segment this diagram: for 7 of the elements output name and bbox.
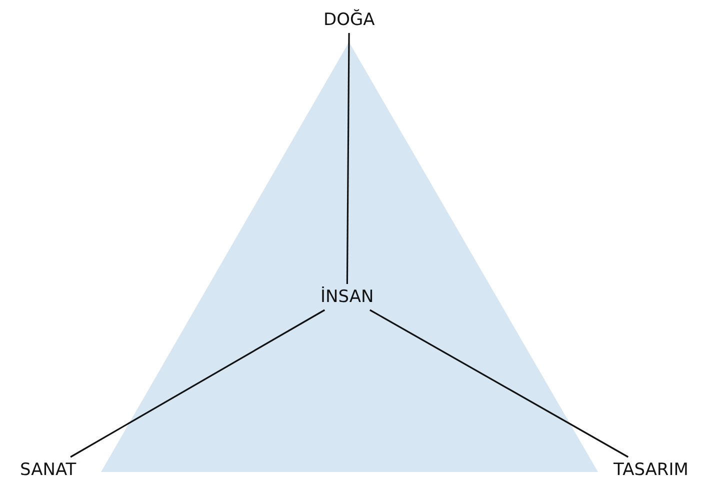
connector-line <box>346 33 350 284</box>
connector-line <box>370 309 629 458</box>
connector-line <box>70 309 326 458</box>
node-label: SANAT <box>20 459 76 481</box>
node-label: DOĞA <box>324 9 375 31</box>
node-label: TASARIM <box>614 459 688 481</box>
node-label: İNSAN <box>320 286 374 308</box>
